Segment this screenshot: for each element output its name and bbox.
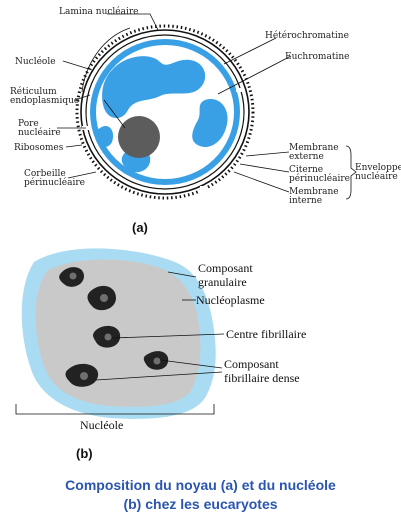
label-enveloppe-1: Enveloppe [355, 163, 401, 173]
leader-heterochromatine [223, 37, 277, 65]
label-composant-dense-2: fibrillaire dense [224, 371, 300, 385]
leader-granulaire [167, 271, 197, 278]
leader-centre [111, 333, 225, 339]
fibrillar-center [80, 372, 88, 380]
label-composant-dense-1: Composant [224, 357, 279, 371]
label-enveloppe-2: nucléaire [355, 171, 398, 182]
leader-reticulum [74, 94, 91, 101]
nucleus-diagram: Lamina nucléaire Nucléole Réticulum endo… [10, 6, 401, 461]
panel-a-tag: (a) [132, 220, 148, 235]
heterochromatin-blob [192, 99, 228, 148]
leader-ribosomes [65, 144, 83, 148]
leader-euchromatine [217, 55, 292, 95]
label-centre-fibrillaire: Centre fibrillaire [226, 327, 306, 341]
leader-nucleole [62, 60, 93, 71]
leader-citerne [239, 163, 290, 173]
label-nucleole-b: Nucléole [80, 418, 123, 432]
enveloppe-brace [345, 145, 357, 200]
leader-membrane-ext [245, 151, 290, 157]
nucleolus-a [118, 116, 160, 158]
label-membrane-int-2: interne [289, 196, 322, 206]
label-citerne-2: périnucléaire [289, 173, 350, 184]
caption-line-2: (b) chez les eucaryotes [123, 496, 278, 512]
label-reticulum-2: endoplasmique [10, 96, 79, 106]
fibrillar-center-group [59, 267, 169, 387]
label-pore-2: nucléaire [18, 127, 61, 138]
label-nucleole-a: Nucléole [15, 56, 56, 67]
nuclear-pore [200, 186, 206, 192]
ribosome-ring [75, 24, 255, 200]
leader-dense-2 [95, 371, 223, 381]
label-corbeille-1: Corbeille [24, 169, 66, 179]
label-reticulum-1: Réticulum [10, 86, 57, 97]
label-membrane-ext-1: Membrane [289, 143, 339, 153]
label-corbeille-2: périnucléaire [24, 177, 85, 188]
heterochromatin-blob [102, 56, 206, 119]
panel-b-tag: (b) [76, 446, 93, 461]
label-pore-1: Pore [18, 119, 39, 129]
panel-a: Lamina nucléaire Nucléole Réticulum endo… [10, 6, 401, 235]
leader-corbeille [67, 171, 97, 179]
heterochromatin-blob [95, 125, 114, 148]
leader-lamina [107, 13, 159, 31]
label-lamina: Lamina nucléaire [59, 6, 139, 17]
nucleole-bracket [15, 404, 215, 415]
fibrillar-center [104, 333, 112, 341]
label-composant-granulaire-2: granulaire [198, 275, 247, 289]
label-membrane-ext-2: externe [289, 152, 324, 162]
fibrillar-center [153, 357, 161, 365]
label-composant-granulaire-1: Composant [198, 261, 253, 275]
label-citerne-1: Citerne [289, 165, 323, 175]
caption-line-1: Composition du noyau (a) et du nucléole [65, 477, 336, 493]
label-euchromatine: Euchromatine [285, 52, 349, 62]
nuclear-pore [236, 88, 244, 92]
fibrillar-center [100, 294, 108, 302]
leader-membrane-int [233, 171, 290, 193]
leader-nucleole-2 [103, 99, 126, 129]
figure-caption: Composition du noyau (a) et du nucléole … [0, 476, 401, 514]
reticulum-strand [81, 27, 131, 93]
label-ribosomes: Ribosomes [14, 143, 64, 153]
leader-dense-1 [159, 359, 223, 369]
fibrillar-center [69, 272, 77, 280]
label-nucleoplasme: Nucléoplasme [196, 293, 265, 307]
label-heterochromatine: Hétérochromatine [265, 30, 349, 41]
label-membrane-int-1: Membrane [289, 187, 339, 197]
panel-b: Composant granulaire Nucléoplasme Centre… [15, 248, 306, 461]
